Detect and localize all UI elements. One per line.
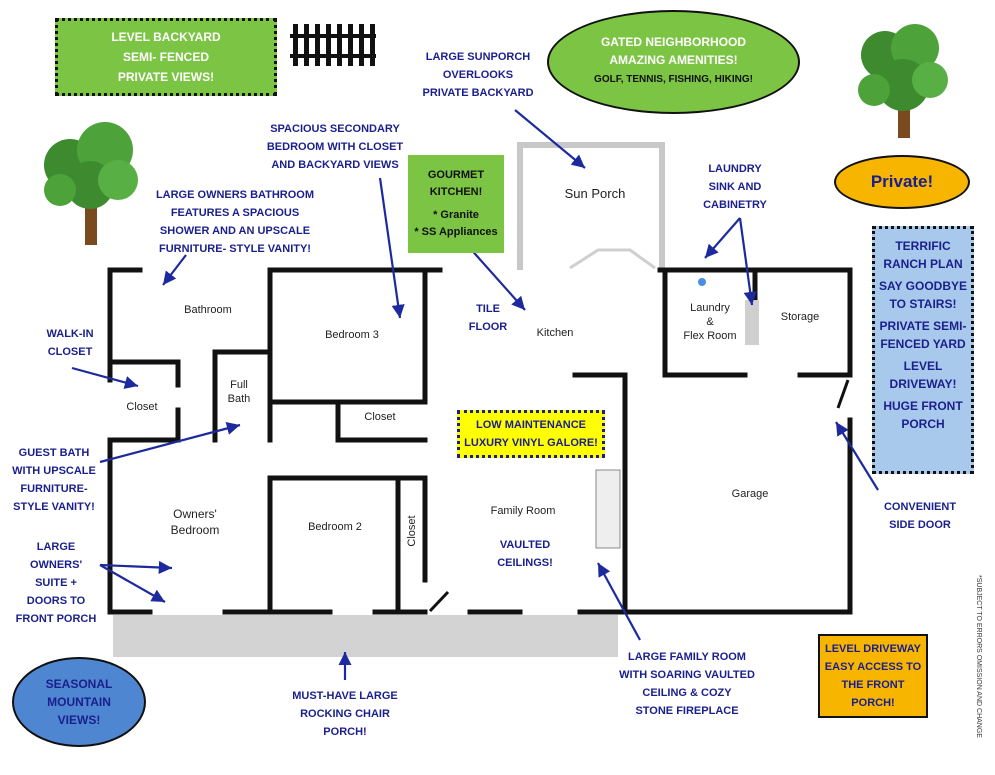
callout-line: * SS Appliances bbox=[414, 226, 498, 238]
room-storage: Storage bbox=[780, 311, 820, 323]
callout-line: LEVEL DRIVEWAY bbox=[825, 643, 921, 655]
mountain-callout: SEASONAL MOUNTAIN VIEWS! bbox=[12, 657, 146, 747]
callout-line: TERRIFIC bbox=[895, 239, 951, 253]
callout-line: THE FRONT bbox=[841, 679, 905, 691]
laundry-cabinet bbox=[745, 300, 759, 345]
room-family: Family Room bbox=[490, 505, 556, 517]
callout-line: RANCH PLAN bbox=[883, 257, 963, 271]
sun-porch-walls bbox=[517, 142, 665, 270]
room-bedroom3: Bedroom 3 bbox=[325, 329, 379, 341]
room-bathroom: Bathroom bbox=[184, 304, 232, 316]
callout-line: PORCH bbox=[901, 417, 945, 431]
callout-line: HUGE FRONT bbox=[883, 399, 963, 413]
room-laundry: Laundry&Flex Room bbox=[683, 302, 737, 342]
ranch-plan-callout: TERRIFIC RANCH PLAN SAY GOODBYE TO STAIR… bbox=[872, 226, 974, 474]
callout-line: * Granite bbox=[433, 209, 479, 221]
callout-line: LEVEL bbox=[903, 359, 943, 373]
callout-line: LUXURY VINYL GALORE! bbox=[464, 437, 598, 449]
room-walkin-closet: Closet bbox=[126, 401, 158, 413]
callout-line: DRIVEWAY! bbox=[889, 377, 957, 391]
callout-line: SEMI- FENCED bbox=[122, 50, 209, 64]
callout-line: SEASONAL bbox=[45, 677, 113, 691]
callout-line: KITCHEN! bbox=[429, 186, 483, 198]
callout-line: GATED NEIGHBORHOOD bbox=[600, 35, 747, 49]
callout-line: TO STAIRS! bbox=[889, 297, 957, 311]
tree-icon bbox=[858, 24, 948, 138]
callout-line: GOLF, TENNIS, FISHING, HIKING! bbox=[594, 74, 753, 85]
disclaimer: *SUBJECT TO ERRORS OMISSION AND CHANGE bbox=[975, 575, 982, 738]
driveway-callout: LEVEL DRIVEWAY EASY ACCESS TO THE FRONT … bbox=[818, 634, 928, 718]
room-kitchen: Kitchen bbox=[536, 327, 574, 339]
callout-line: PRIVATE VIEWS! bbox=[117, 70, 215, 84]
kitchen-callout: GOURMET KITCHEN! * Granite * SS Applianc… bbox=[408, 155, 504, 253]
fireplace bbox=[595, 469, 621, 549]
callout-line: EASY ACCESS TO bbox=[824, 661, 922, 673]
private-callout: Private! bbox=[834, 155, 970, 209]
room-bedroom2: Bedroom 2 bbox=[308, 521, 362, 533]
fence-icon bbox=[290, 24, 376, 66]
room-closet-bed3: Closet bbox=[364, 411, 396, 423]
callout-line: GOURMET bbox=[427, 169, 485, 181]
house-walls bbox=[107, 267, 853, 615]
callout-line: AMAZING AMENITIES! bbox=[609, 53, 738, 67]
callout-line: FENCED YARD bbox=[880, 337, 966, 351]
callout-line: PORCH! bbox=[851, 697, 895, 709]
room-garage: Garage bbox=[731, 488, 769, 500]
vinyl-callout: LOW MAINTENANCE LUXURY VINYL GALORE! bbox=[457, 410, 605, 458]
callout-line: MOUNTAIN bbox=[47, 695, 111, 709]
callout-text: Private! bbox=[870, 172, 934, 191]
front-porch-slab bbox=[113, 615, 618, 657]
callout-line: VIEWS! bbox=[57, 713, 101, 727]
backyard-callout: LEVEL BACKYARD SEMI- FENCED PRIVATE VIEW… bbox=[55, 18, 277, 96]
callout-line: LOW MAINTENANCE bbox=[476, 419, 586, 431]
callout-line: LEVEL BACKYARD bbox=[111, 30, 221, 44]
room-sun-porch: Sun Porch bbox=[564, 186, 626, 201]
tree-icon bbox=[44, 122, 138, 245]
room-closet-bed2: Closet bbox=[406, 515, 418, 547]
room-owners-bedroom: Owners'Bedroom bbox=[170, 507, 220, 537]
neighborhood-callout: GATED NEIGHBORHOOD AMAZING AMENITIES! GO… bbox=[547, 10, 800, 114]
callout-line: PRIVATE SEMI- bbox=[879, 319, 967, 333]
callout-line: SAY GOODBYE bbox=[878, 279, 968, 293]
laundry-sink bbox=[698, 278, 706, 286]
